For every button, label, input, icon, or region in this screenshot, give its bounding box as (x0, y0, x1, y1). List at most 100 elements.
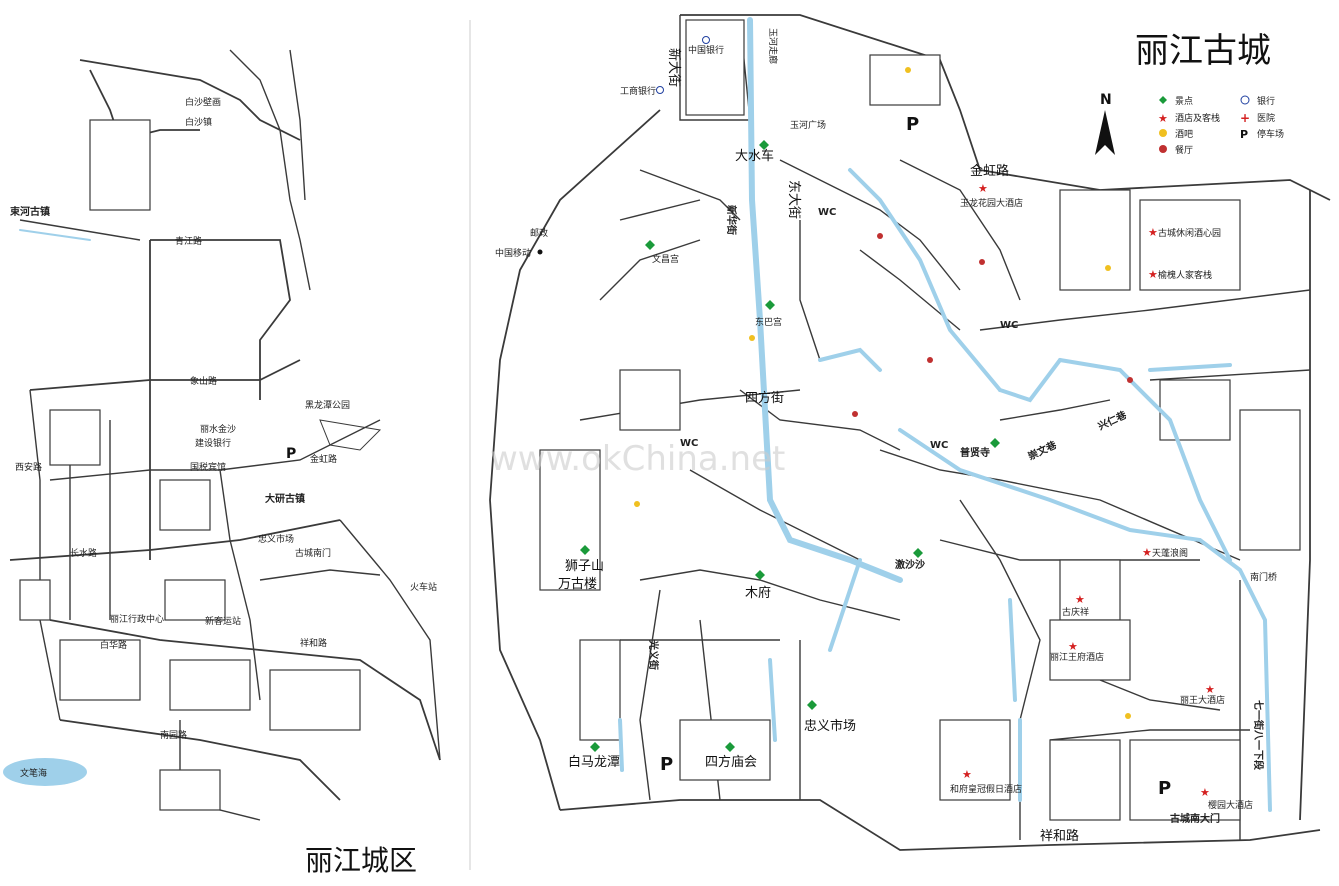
sight-puxian-temple: 普贤寺 (960, 446, 990, 459)
sight-dongba-palace: 东巴宫 (755, 316, 782, 328)
bus-station-label: 新客运站 (205, 615, 241, 627)
right-map-title: 丽江古城 (1135, 31, 1271, 71)
sight-icon (807, 700, 817, 710)
legend-sight-icon (1159, 96, 1167, 104)
bar-icon (749, 335, 755, 341)
street-xinhua: 新华街 (725, 205, 738, 235)
parking-icon-left: P (286, 446, 296, 462)
hotel-8: 天蓬浪阁 (1152, 547, 1188, 559)
hotel-icon: ★ (1200, 786, 1210, 799)
wenbi-lake-label: 文笔海 (20, 767, 47, 779)
restaurant-icon (877, 233, 883, 239)
restaurant-icon (852, 411, 858, 417)
legend-label-2: 酒吧 (1175, 129, 1193, 140)
yuhe-square: 玉河广场 (790, 119, 826, 131)
legend-hotel-icon: ★ (1158, 112, 1168, 125)
parking-icon: P (660, 754, 673, 775)
legend-label-6: 停车场 (1257, 128, 1284, 140)
sight-lion-hill: 狮子山 (565, 559, 604, 574)
bank-icon (657, 87, 664, 94)
right-map (490, 15, 1330, 850)
shuhe-town-label: 束河古镇 (10, 205, 50, 218)
hotel-4: 丽江王府酒店 (1050, 651, 1104, 663)
street-new-avenue: 新大街 (666, 48, 682, 87)
legend-bank-icon (1241, 96, 1249, 104)
sight-wangu-tower: 万古楼 (558, 577, 597, 592)
road-baihua: 白华路 (100, 639, 127, 651)
street-chongwen: 崇文巷 (1026, 438, 1060, 463)
dayan-town-label: 大研古镇 (265, 492, 305, 505)
yuhe-corridor: 玉河走廊 (767, 28, 779, 64)
guoshui-hotel-label: 国税宾馆 (190, 461, 226, 473)
legend-label-0: 景点 (1175, 96, 1193, 107)
south-gate-label: 古城南门 (295, 547, 331, 559)
sight-wenchang-palace: 文昌宫 (652, 253, 679, 265)
admin-center-label: 丽江行政中心 (110, 613, 164, 625)
road-xianghe: 祥和路 (300, 637, 327, 649)
restaurant-icon (979, 259, 985, 265)
south-main-gate: 古城南大门 (1170, 812, 1220, 825)
sight-icon (765, 300, 775, 310)
hotel-icon: ★ (1075, 593, 1085, 606)
bar-icon (905, 67, 911, 73)
road-xian: 西安路 (15, 461, 42, 473)
left-map (3, 50, 440, 820)
hotel-icon: ★ (1068, 640, 1078, 653)
legend-label-4: 银行 (1257, 95, 1275, 107)
hotel-0: 古城休闲酒心园 (1158, 227, 1221, 239)
street-xianghe: 祥和路 (1040, 828, 1079, 844)
hotel-icon: ★ (978, 182, 988, 195)
hotel-5: 丽王大酒店 (1180, 694, 1225, 706)
heilongtan-label: 黑龙潭公园 (305, 399, 350, 411)
sight-icon (590, 742, 600, 752)
sight-icon (645, 240, 655, 250)
sight-icon (990, 438, 1000, 448)
bar-icon (1105, 265, 1111, 271)
nanmen-bridge: 南门桥 (1250, 571, 1277, 583)
street-jinhong: 金虹路 (970, 163, 1009, 179)
wc-marker: WC (930, 440, 948, 451)
wc-marker: WC (1000, 320, 1018, 331)
restaurant-icon (1127, 377, 1133, 383)
sight-icon (913, 548, 923, 558)
poi-dot-icon (538, 250, 543, 255)
road-xiangshan: 象山路 (190, 375, 217, 387)
watermark: www.okChina.net (490, 439, 785, 479)
sight-mufu: 木府 (745, 586, 771, 601)
road-qingjiang: 青江路 (175, 235, 202, 247)
bank-icbc: 工商银行 (620, 85, 656, 97)
legend-restaurant-icon (1159, 145, 1167, 153)
wc-marker: WC (818, 207, 836, 218)
hotel-icon: ★ (1148, 226, 1158, 239)
north-arrow: N (1095, 92, 1115, 155)
lishui-jinsha-label: 丽水金沙 (200, 423, 236, 435)
hotel-3: 古庆祥 (1062, 606, 1089, 618)
legend-label-1: 酒店及客栈 (1175, 112, 1220, 124)
hotel-icon: ★ (962, 768, 972, 781)
hotel-7: 樱园大酒店 (1208, 799, 1253, 811)
sight-jishasha: 激沙沙 (895, 558, 925, 571)
legend: 景点 ★ 酒店及客栈 酒吧 餐厅 银行 + 医院 P 停车场 (1158, 95, 1284, 156)
road-changshui: 长水路 (70, 547, 97, 559)
hotel-1: 榆槐人家客栈 (1158, 269, 1212, 281)
street-east-avenue: 东大街 (786, 180, 801, 219)
hotel-2: 玉龙花园大酒店 (960, 197, 1023, 209)
legend-label-3: 餐厅 (1175, 144, 1193, 156)
street-guangyi: 光义街 (647, 639, 660, 670)
hotel-icon: ★ (1148, 268, 1158, 281)
north-arrow-icon (1095, 110, 1115, 155)
street-sifang: 四方街 (745, 390, 784, 406)
road-jinhong: 金虹路 (310, 453, 337, 465)
bank-china: 中国银行 (688, 44, 724, 56)
street-qiyi: 七一街八一下段 (1252, 700, 1265, 770)
baisha-mural-label: 白沙壁画 (185, 96, 221, 108)
train-station-label: 火车站 (410, 581, 437, 593)
hotel-icon: ★ (1205, 683, 1215, 696)
legend-parking-icon: P (1240, 128, 1248, 141)
legend-label-5: 医院 (1257, 112, 1275, 124)
sight-black-dragon: 白马龙潭 (568, 754, 620, 770)
legend-bar-icon (1159, 129, 1167, 137)
road-nanyuan: 南园路 (160, 729, 187, 741)
